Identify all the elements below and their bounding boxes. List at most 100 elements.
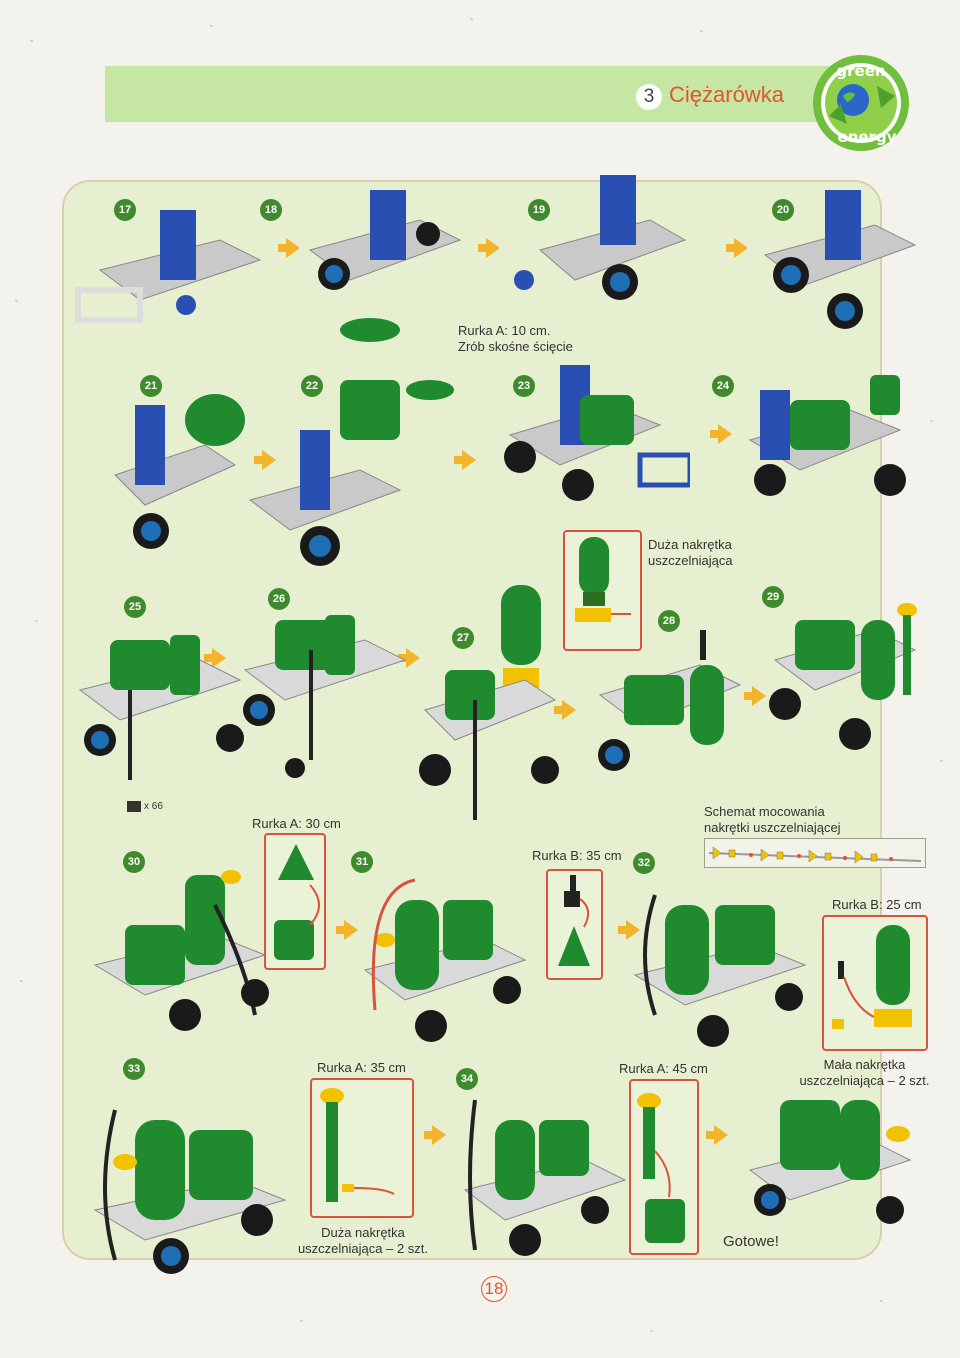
paper-speck: [930, 420, 933, 422]
model-step-24: [748, 375, 906, 496]
detail-box-tube-a-45: [629, 1079, 699, 1255]
step-30-badge: 30: [123, 851, 145, 873]
tube-b-35-label: Rurka B: 35 cm: [532, 848, 622, 863]
small-cap-line1: Mała nakrętka: [823, 1057, 906, 1072]
step-21-badge: 21: [140, 375, 162, 397]
model-step-26: [243, 615, 407, 778]
arrow-right-icon: [744, 686, 766, 706]
arrow-right-icon: [454, 450, 476, 470]
model-step-18: [308, 190, 462, 290]
paper-speck: [700, 30, 703, 32]
model-finished: [748, 1100, 912, 1224]
arrow-right-icon: [726, 238, 748, 258]
arrow-right-icon: [254, 450, 276, 470]
step-17-badge: 17: [114, 199, 136, 221]
paper-speck: [470, 18, 473, 20]
model-step-32: [633, 894, 807, 1047]
step-27-badge: 27: [452, 627, 474, 649]
green-energy-logo: green energy: [813, 55, 909, 151]
brick-icon: [127, 801, 141, 812]
step-24-badge: 24: [712, 375, 734, 397]
chapter-number: 3: [636, 84, 662, 110]
model-step-23: [504, 365, 690, 501]
schema-line2: nakrętki uszczelniającej: [704, 820, 841, 835]
step-28-badge: 28: [658, 610, 680, 632]
pieces-count-text: x 66: [144, 801, 163, 813]
model-step-31: [363, 878, 527, 1042]
step-32-badge: 32: [633, 852, 655, 874]
tube-a-45-label: Rurka A: 45 cm: [619, 1061, 708, 1076]
small-cap-line2: uszczelniająca – 2 szt.: [799, 1073, 930, 1088]
big-cap-line2: uszczelniająca: [648, 553, 733, 568]
tube-b-25-label: Rurka B: 25 cm: [832, 897, 922, 912]
detail-box-tube-b-35: [546, 869, 603, 980]
arrow-right-icon: [278, 238, 300, 258]
model-step-17: [75, 210, 262, 323]
detail-box-tube-a-35: [310, 1078, 414, 1218]
arrow-right-icon: [424, 1125, 446, 1145]
arrow-right-icon: [710, 424, 732, 444]
tube-a-30-label: Rurka A: 30 cm: [252, 816, 341, 831]
step-34-badge: 34: [456, 1068, 478, 1090]
detail-box-big-cap: [563, 530, 642, 651]
arrow-right-icon: [706, 1125, 728, 1145]
tube-a-10-label: Rurka A: 10 cm. Zrób skośne ścięcie: [458, 323, 573, 355]
paper-speck: [210, 25, 213, 27]
arrow-right-icon: [398, 648, 420, 668]
model-step-19: [514, 175, 687, 300]
logo-text-top: green: [836, 62, 885, 80]
arrow-right-icon: [618, 920, 640, 940]
detail-box-tube-a-30: [264, 833, 326, 970]
paper-speck: [20, 980, 23, 982]
big-cap2-line1: Duża nakrętka: [321, 1225, 405, 1240]
logo-text-bottom: energy: [838, 128, 897, 146]
arrow-right-icon: [204, 648, 226, 668]
schema-label: Schemat mocowania nakrętki uszczelniając…: [704, 804, 841, 836]
page-number: 18: [481, 1276, 507, 1302]
chapter-header-band: [105, 66, 835, 122]
paper-speck: [650, 1330, 653, 1332]
step-19-badge: 19: [528, 199, 550, 221]
step-33-badge: 33: [123, 1058, 145, 1080]
step-23-badge: 23: [513, 375, 535, 397]
model-step-30: [93, 870, 269, 1031]
model-step-27: [419, 585, 559, 820]
tube-a-35-label: Rurka A: 35 cm: [317, 1060, 406, 1075]
big-cap2-line2: uszczelniająca – 2 szt.: [297, 1241, 429, 1256]
step-31-badge: 31: [351, 851, 373, 873]
paper-speck: [30, 40, 33, 42]
big-cap2-label: Duża nakrętka uszczelniająca – 2 szt.: [292, 1225, 434, 1257]
paper-speck: [300, 1320, 303, 1322]
arrow-right-icon: [336, 920, 358, 940]
step-26-badge: 26: [268, 588, 290, 610]
model-step-20: [763, 190, 917, 329]
schema-line1: Schemat mocowania: [704, 804, 825, 819]
paper-speck: [35, 620, 38, 622]
model-step-29: [769, 603, 917, 750]
paper-speck: [940, 760, 943, 762]
step-20-badge: 20: [772, 199, 794, 221]
cap-mounting-schema: [704, 838, 926, 868]
paper-speck: [15, 300, 18, 302]
arrow-right-icon: [478, 238, 500, 258]
model-step-22: [248, 318, 454, 566]
tube-a-10-line1: Rurka A: 10 cm.: [458, 323, 551, 338]
step-29-badge: 29: [762, 586, 784, 608]
detail-box-tube-b-25: [822, 915, 928, 1051]
big-cap-line1: Duża nakrętka: [648, 537, 732, 552]
step-18-badge: 18: [260, 199, 282, 221]
model-step-21: [114, 394, 245, 549]
step-25-badge: 25: [124, 596, 146, 618]
model-step-34: [463, 1099, 627, 1256]
tube-a-10-line2: Zrób skośne ścięcie: [458, 339, 573, 354]
chapter-title: Ciężarówka: [669, 82, 784, 107]
step-22-badge: 22: [301, 375, 323, 397]
arrow-right-icon: [554, 700, 576, 720]
big-cap-label: Duża nakrętka uszczelniająca: [648, 537, 733, 569]
done-label: Gotowe!: [723, 1233, 779, 1250]
pieces-count: x 66: [127, 801, 163, 812]
model-step-28: [598, 630, 742, 771]
model-step-25: [78, 635, 244, 780]
paper-speck: [880, 1300, 883, 1302]
small-cap-label: Mała nakrętka uszczelniająca – 2 szt.: [792, 1057, 937, 1089]
